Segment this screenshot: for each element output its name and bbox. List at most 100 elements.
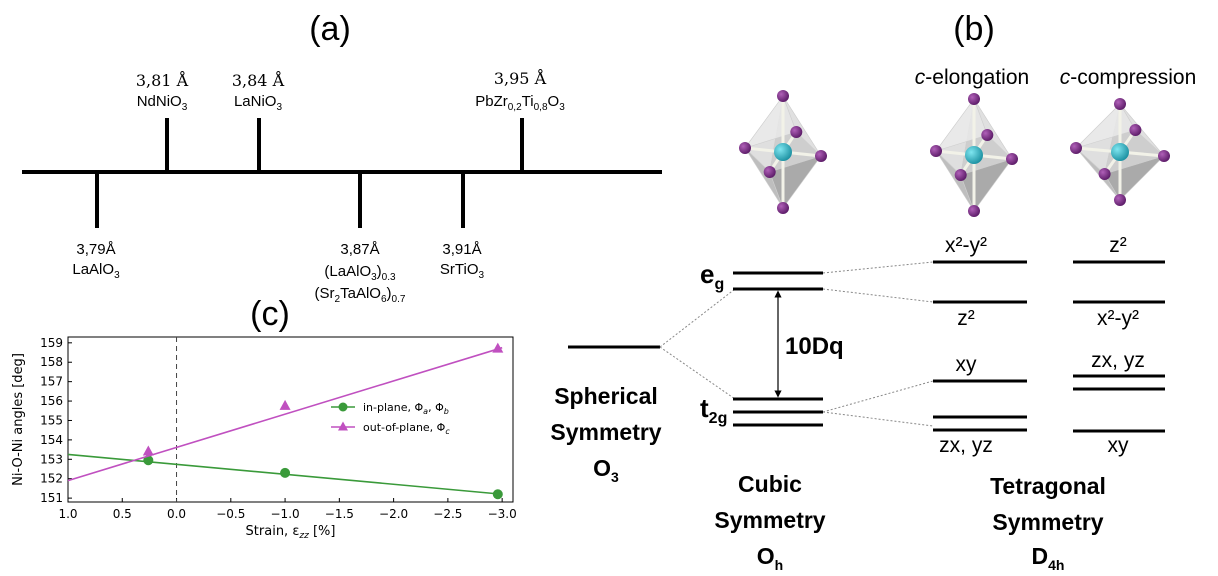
y-tick-label: 151 bbox=[40, 491, 63, 505]
connector-t2g-xy bbox=[822, 380, 934, 413]
x-tick-label: −0.5 bbox=[216, 507, 245, 521]
octahedron-compressed-icon bbox=[1070, 98, 1170, 206]
x-tick-label: −1.5 bbox=[325, 507, 354, 521]
data-point bbox=[279, 399, 291, 410]
comp-zxyz-label: zx, yz bbox=[1091, 349, 1145, 372]
tetragonal-line2: Symmetry bbox=[992, 509, 1103, 535]
oxygen-atom bbox=[1158, 150, 1170, 162]
cubic-line1: Cubic bbox=[738, 471, 802, 497]
elong-x2y2-label: x²-y² bbox=[945, 234, 987, 257]
y-tick-label: 157 bbox=[40, 375, 63, 389]
x-tick-label: −2.5 bbox=[433, 507, 462, 521]
name-lsat-line1: (LaAlO3)0.3 bbox=[324, 263, 396, 283]
strain-angle-chart: 1.0 0.5 0.0 −0.5 −1.0 −1.5 −2.0 −2.5 −3.0 151 152 1… bbox=[11, 336, 517, 541]
cubic-sym: Oh bbox=[757, 543, 783, 573]
spherical-sym: O3 bbox=[593, 455, 619, 485]
oxygen-atom bbox=[968, 205, 980, 217]
nickel-atom bbox=[1111, 143, 1129, 161]
oxygen-atom bbox=[815, 150, 827, 162]
oxygen-atom bbox=[954, 169, 967, 181]
y-tick-label: 156 bbox=[40, 394, 63, 408]
elong-z2-label: z² bbox=[957, 307, 975, 330]
legend-marker bbox=[338, 402, 348, 412]
panel-c-label: (c) bbox=[250, 295, 290, 333]
series-fit-line bbox=[67, 346, 503, 482]
data-point bbox=[143, 455, 154, 466]
eg-label: eg bbox=[700, 259, 724, 293]
y-tick-label: 154 bbox=[40, 433, 63, 447]
y-tick-label: 155 bbox=[40, 413, 63, 427]
x-tick-label: 1.0 bbox=[58, 507, 77, 521]
connector-eg-x2y2 bbox=[822, 261, 934, 274]
plot-area bbox=[67, 336, 514, 503]
x-tick-label: 0.0 bbox=[167, 507, 186, 521]
nickel-atom bbox=[965, 146, 983, 164]
y-tick-label: 152 bbox=[40, 472, 63, 486]
panel-c: (c) 1.0 0.5 0.0 −0.5 −1.0 −1.5 −2.0 −2.5 −3.0 151… bbox=[11, 295, 517, 541]
oxygen-atom bbox=[930, 145, 942, 157]
data-point bbox=[142, 445, 154, 456]
oxygen-atom bbox=[1098, 168, 1111, 180]
y-tick-label: 158 bbox=[40, 355, 63, 369]
lattice-pzt: 3,95 Å bbox=[494, 68, 547, 88]
c-elongation-label: c-elongation bbox=[915, 66, 1029, 89]
x-tick-label: −2.0 bbox=[379, 507, 408, 521]
oxygen-atom bbox=[1070, 142, 1082, 154]
oxygen-atom bbox=[1114, 98, 1126, 110]
panel-b-label: (b) bbox=[953, 10, 995, 48]
oxygen-atom bbox=[1114, 194, 1126, 206]
y-tick-label: 159 bbox=[40, 336, 63, 350]
oxygen-atom bbox=[1129, 124, 1142, 136]
data-point bbox=[492, 489, 503, 500]
tetragonal-line1: Tetragonal bbox=[990, 473, 1106, 499]
name-srtio3: SrTiO3 bbox=[440, 261, 485, 281]
name-ndnio3: NdNiO3 bbox=[137, 93, 188, 113]
octahedron-cubic-icon bbox=[739, 90, 827, 214]
lattice-ndnio3: 3,81 Å bbox=[136, 70, 189, 90]
10dq-label: 10Dq bbox=[785, 333, 844, 360]
elong-xy-label: xy bbox=[956, 353, 978, 376]
name-laalo3: LaAlO3 bbox=[72, 261, 120, 281]
x-tick-label: −3.0 bbox=[488, 507, 517, 521]
oxygen-atom bbox=[968, 93, 980, 105]
comp-x2y2-label: x²-y² bbox=[1097, 307, 1139, 330]
panel-b: (b) c-elongation c-compression 10Dq eg t… bbox=[550, 10, 1196, 573]
legend-label: out-of-plane, Φc bbox=[363, 421, 450, 436]
oxygen-atom bbox=[790, 126, 803, 138]
x-axis-label: Strain, εzz [%] bbox=[246, 524, 336, 541]
name-pzt: PbZr0,2Ti0,8O3 bbox=[475, 93, 565, 113]
y-tick-label: 153 bbox=[40, 452, 63, 466]
t2g-label: t2g bbox=[700, 393, 727, 427]
x-tick-label: 0.5 bbox=[113, 507, 132, 521]
panel-a-label: (a) bbox=[309, 10, 351, 48]
name-lsat-line2: (Sr2TaAlO6)0.7 bbox=[315, 285, 406, 305]
data-point bbox=[492, 342, 504, 353]
elong-zxyz-label: zx, yz bbox=[939, 434, 993, 457]
connector-t2g-zxyz bbox=[822, 411, 934, 427]
connector-sph-eg bbox=[659, 288, 736, 348]
legend-label: in-plane, Φa, Φb bbox=[363, 401, 449, 416]
octahedron-elongated-icon bbox=[930, 93, 1018, 217]
lattice-laalo3: 3,79Å bbox=[76, 241, 115, 258]
comp-xy-label: xy bbox=[1108, 434, 1130, 457]
cubic-line2: Symmetry bbox=[714, 507, 825, 533]
y-axis-label: Ni-O-Ni angles [deg] bbox=[11, 353, 26, 486]
x-tick-label: −1.0 bbox=[271, 507, 300, 521]
lattice-lsat: 3,87Å bbox=[340, 241, 379, 258]
oxygen-atom bbox=[777, 90, 789, 102]
data-point bbox=[280, 467, 291, 478]
spherical-line1: Spherical bbox=[554, 383, 658, 409]
c-compression-label: c-compression bbox=[1060, 66, 1197, 89]
oxygen-atom bbox=[1006, 153, 1018, 165]
oxygen-atom bbox=[763, 166, 776, 178]
spherical-line2: Symmetry bbox=[550, 419, 661, 445]
tetragonal-sym: D4h bbox=[1032, 543, 1065, 573]
panel-a: (a) 3,81 Å NdNiO3 3,84 Å LaNiO3 3,95 Å P… bbox=[22, 10, 662, 305]
oxygen-atom bbox=[981, 129, 994, 141]
nickel-atom bbox=[774, 143, 792, 161]
connector-eg-z2 bbox=[822, 288, 934, 303]
legend-marker bbox=[338, 421, 348, 431]
lattice-srtio3: 3,91Å bbox=[442, 241, 481, 258]
connector-sph-t2g bbox=[659, 346, 736, 400]
